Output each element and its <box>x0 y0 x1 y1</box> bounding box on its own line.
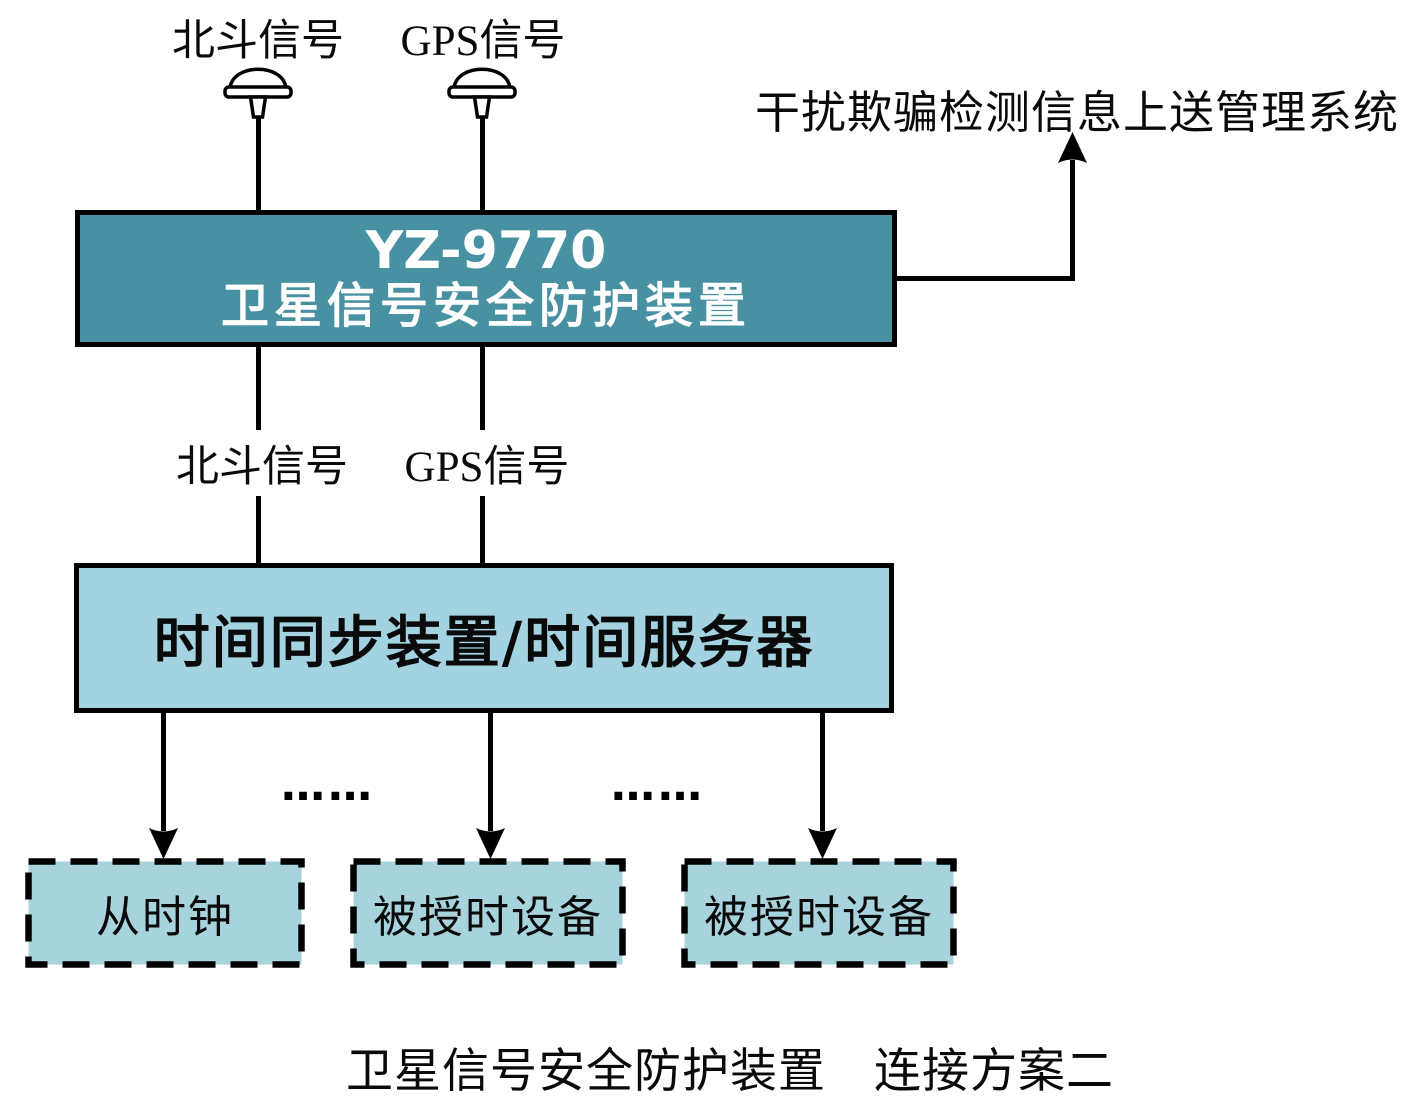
timed-device-label: 被授时设备 <box>704 893 934 942</box>
timed-device-box: 被授时设备 <box>681 858 957 968</box>
timed-device-label: 被授时设备 <box>373 893 603 942</box>
diagram-caption: 卫星信号安全防护装置 连接方案二 <box>346 1046 1114 1098</box>
upload-connector-vertical <box>1070 160 1075 281</box>
ellipsis-dots: …… <box>281 760 375 811</box>
arrow-up-icon <box>1058 132 1087 163</box>
upload-connector-horizontal <box>893 276 1075 281</box>
down-arrow-line <box>161 713 166 831</box>
device-name: 卫星信号安全防护装置 <box>220 278 751 335</box>
slave-clock-label: 从时钟 <box>96 893 234 942</box>
ellipsis-dots: …… <box>611 760 705 811</box>
beidou-mid-label: 北斗信号 <box>166 430 358 496</box>
gnss-antenna-icon <box>223 67 293 119</box>
dashed-border <box>681 858 957 968</box>
slave-clock-box: 从时钟 <box>25 858 305 968</box>
timed-device-box: 被授时设备 <box>350 858 626 968</box>
arrow-down-icon <box>476 828 505 859</box>
device-model: YZ-9770 <box>365 220 607 281</box>
time-sync-label: 时间同步装置/时间服务器 <box>153 610 815 676</box>
gps-antenna-label: GPS信号 <box>400 18 566 65</box>
gnss-antenna-icon <box>447 67 517 119</box>
down-arrow-line <box>488 713 493 831</box>
arrow-down-icon <box>808 828 837 859</box>
gps-mid-label: GPS信号 <box>394 430 580 496</box>
dashed-border <box>350 858 626 968</box>
arrow-down-icon <box>149 828 178 859</box>
time-sync-box: 时间同步装置/时间服务器 <box>74 563 894 713</box>
management-system-label: 干扰欺骗检测信息上送管理系统 <box>754 88 1399 138</box>
beidou-antenna-label: 北斗信号 <box>172 18 344 65</box>
protection-device-box: YZ-9770 卫星信号安全防护装置 <box>75 210 897 347</box>
dashed-border <box>25 858 305 968</box>
down-arrow-line <box>820 713 825 831</box>
